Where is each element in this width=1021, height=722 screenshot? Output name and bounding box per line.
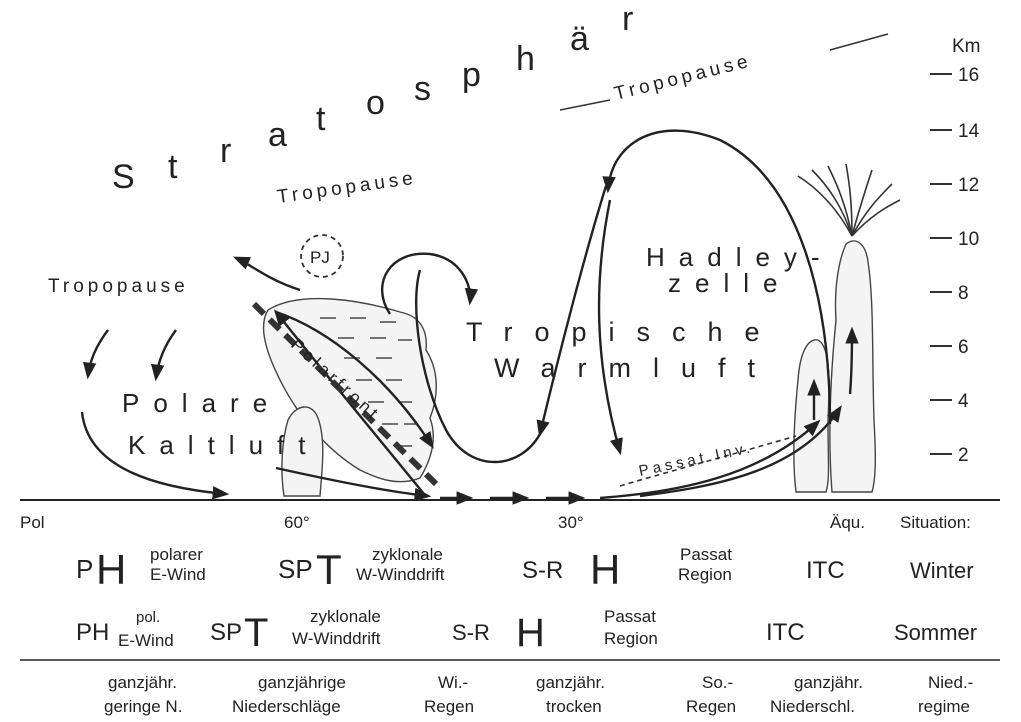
spt-label: SP <box>278 554 313 584</box>
spt-label: SP <box>210 619 242 646</box>
stratosphere-char: ä <box>570 20 589 58</box>
latitude-label: Pol <box>20 513 45 532</box>
tropopause-tropical: Tropopause <box>560 34 888 110</box>
tropopause-label: Tropopause <box>48 276 189 297</box>
tropopause-label: Tropopause <box>612 50 754 104</box>
srh-label: S-R <box>522 557 563 584</box>
ph-desc: polarer <box>150 545 203 564</box>
spt-desc: zyklonale <box>372 545 443 564</box>
passat-region: Region <box>604 629 658 648</box>
spt-desc: W-Winddrift <box>356 565 445 584</box>
ph-label: PH <box>76 619 109 646</box>
regime-label: Regen <box>424 697 474 716</box>
regime-label: ganzjähr. <box>108 673 177 692</box>
stratosphere-char: r <box>622 0 633 38</box>
trade-inversion-label: Passat Inv. <box>637 439 755 480</box>
tropical-air-line: Warmluft <box>494 353 777 383</box>
altitude-tick-label: 14 <box>958 121 980 142</box>
situation-summer: Sommer <box>894 620 977 645</box>
polar-air-line: Kaltluft <box>128 430 320 460</box>
regime-label: Wi.- <box>438 673 468 692</box>
latitude-label: 30° <box>558 513 584 532</box>
passat-region: Passat <box>604 607 656 626</box>
tropopause-label: Tropopause <box>276 168 418 208</box>
altitude-tick-label: 8 <box>958 283 969 304</box>
regime-label: ganzjährige <box>258 673 346 692</box>
summer-row: PH pol. E-Wind SP T zyklonale W-Winddrif… <box>76 607 977 655</box>
situation-header: Situation: <box>900 513 971 532</box>
polar-jet: PJ <box>301 235 343 277</box>
spt-desc: zyklonale <box>310 607 381 626</box>
regime-label: Niederschl. <box>770 697 855 716</box>
stratosphere-char: t <box>168 148 178 186</box>
latitude-labels: Pol 60° 30° Äqu. <box>20 513 865 532</box>
regime-label: So.- <box>702 673 733 692</box>
altitude-axis: Km 16 14 12 10 8 6 4 2 <box>930 36 981 466</box>
tropical-air-line: Tropische <box>466 317 782 347</box>
regime-label: Regen <box>686 697 736 716</box>
ph-desc: E-Wind <box>150 565 206 584</box>
regime-label: trocken <box>546 697 602 716</box>
stratosphere-char: h <box>516 40 535 78</box>
spt-symbol: T <box>244 611 268 655</box>
polar-jet-label: PJ <box>310 248 330 267</box>
regime-label: geringe N. <box>104 697 182 716</box>
ph-desc: E-Wind <box>118 631 174 650</box>
altitude-tick-label: 16 <box>958 65 979 86</box>
stratosphere-char: o <box>366 84 385 122</box>
winter-row: P H polarer E-Wind SP T zyklonale W-Wind… <box>76 545 974 593</box>
regime-label: Niederschläge <box>232 697 341 716</box>
stratosphere-char: p <box>462 56 481 94</box>
spt-desc: W-Winddrift <box>292 629 381 648</box>
regime-label: regime <box>918 697 970 716</box>
stratosphere-char: s <box>414 70 431 108</box>
altitude-tick-label: 12 <box>958 175 979 196</box>
latitude-label: 60° <box>284 513 310 532</box>
hadley-line: zelle <box>668 268 791 298</box>
srh-symbol: H <box>590 546 620 593</box>
trade-inversion: Passat Inv. <box>620 436 796 486</box>
altitude-unit: Km <box>952 36 981 57</box>
srh-symbol: H <box>516 611 545 655</box>
ph-desc: pol. <box>136 609 160 626</box>
stratosphere-label: S t r a t o s p h ä r <box>112 0 633 196</box>
regime-label: ganzjähr. <box>794 673 863 692</box>
stratosphere-char: S <box>112 158 135 196</box>
stratosphere-char: t <box>316 100 326 138</box>
situation-winter: Winter <box>910 558 974 583</box>
stratosphere-char: a <box>268 116 287 154</box>
itc-label: ITC <box>766 619 805 646</box>
passat-region: Passat <box>680 545 732 564</box>
ph-label: P <box>76 554 93 584</box>
srh-label: S-R <box>452 620 490 645</box>
regime-label: ganzjähr. <box>536 673 605 692</box>
regime-label: Nied.- <box>928 673 973 692</box>
altitude-tick-label: 4 <box>958 391 969 412</box>
spt-symbol: T <box>316 546 342 593</box>
polar-air-line: Polare <box>122 388 281 418</box>
stratosphere-char: r <box>220 132 231 170</box>
altitude-tick-label: 2 <box>958 445 969 466</box>
passat-region: Region <box>678 565 732 584</box>
precipitation-regimes: ganzjähr. geringe N. ganzjährige Nieders… <box>104 673 973 716</box>
altitude-tick-label: 10 <box>958 229 979 250</box>
altitude-tick-label: 6 <box>958 337 969 358</box>
ph-symbol: H <box>96 546 126 593</box>
latitude-label: Äqu. <box>830 513 865 532</box>
itc-label: ITC <box>806 557 845 584</box>
